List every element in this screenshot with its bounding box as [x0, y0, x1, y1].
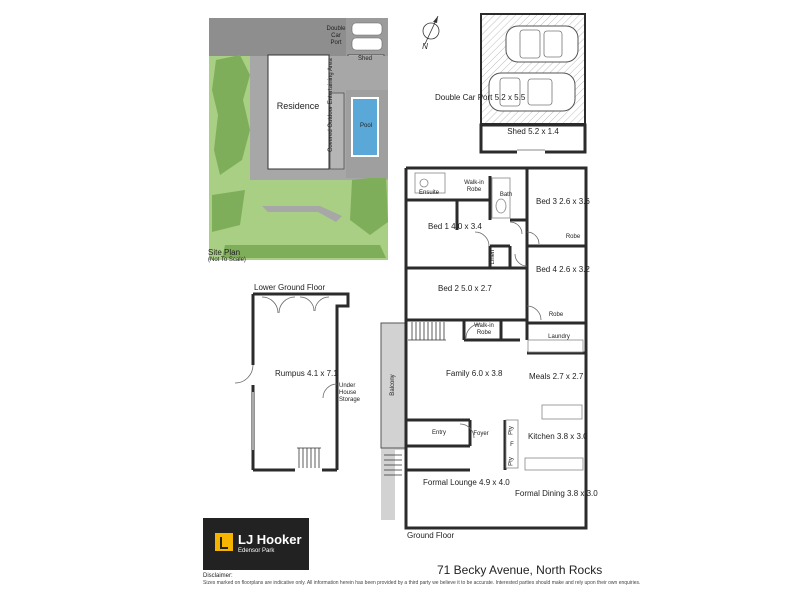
pantry-label: Pty — [508, 457, 515, 466]
fridge-label: F — [510, 442, 514, 448]
formal-dining-label: Formal Dining 3.8 x 3.0 — [515, 489, 598, 499]
car-icon — [505, 25, 579, 63]
stairs — [297, 447, 321, 468]
meals-name: Meals — [529, 372, 551, 381]
kitchen-size: 3.8 x 3.0 — [556, 432, 588, 441]
family-name: Family — [446, 369, 470, 378]
site-garden-bed — [350, 176, 388, 235]
bed1-size: 4.0 x 3.4 — [451, 222, 482, 231]
site-garden-bed — [212, 190, 245, 232]
bed4-name: Bed 4 — [536, 265, 557, 274]
north-label: N — [422, 42, 428, 51]
laundry-label: Laundry — [548, 334, 570, 340]
site-car-icon — [351, 37, 383, 51]
formal-lounge-label: Formal Lounge 4.9 x 4.0 — [423, 478, 510, 488]
bed3-size: 2.6 x 3.6 — [559, 197, 590, 206]
site-pool-label: Pool — [359, 123, 372, 129]
carport-label: Double Car Port 5.2 x 5.5 — [435, 93, 525, 103]
bed1-label: Bed 1 4.0 x 3.4 — [428, 222, 482, 232]
ground-floor-drawing — [380, 166, 588, 530]
site-carport-label: Double Car Port — [326, 26, 346, 46]
site-residence-label: Residence — [276, 101, 320, 111]
linen-label: Linen — [490, 249, 496, 265]
site-garden-bed — [212, 55, 250, 175]
site-plan-title: Site Plan — [208, 248, 241, 257]
north-compass-icon — [422, 15, 440, 45]
balcony-fill — [381, 323, 406, 520]
robe4-label: Robe — [548, 312, 564, 318]
agency-brand: LJ Hooker — [238, 532, 302, 547]
disclaimer-text: Sizes marked on floorplans are indicativ… — [203, 580, 641, 586]
ensuite-label: Ensuite — [418, 190, 439, 196]
property-address: 71 Becky Avenue, North Rocks — [437, 563, 603, 577]
bed4-size: 2.6 x 3.2 — [559, 265, 590, 274]
lower-ground-floor-title: Lower Ground Floor — [254, 283, 326, 292]
site-plan — [209, 18, 388, 260]
entry-label: Entry — [431, 430, 446, 436]
site-pool — [351, 97, 379, 157]
bed3-name: Bed 3 — [536, 197, 557, 206]
site-plan-subtitle: (Not To Scale) — [208, 257, 246, 263]
foyer-label: Foyer — [473, 431, 489, 437]
bed4-label: Bed 4 2.6 x 3.2 — [536, 265, 590, 275]
bed3-label: Bed 3 2.6 x 3.6 — [536, 197, 590, 207]
fixtures — [414, 172, 584, 471]
site-path — [262, 206, 342, 222]
bed2-size: 5.0 x 2.7 — [461, 284, 492, 293]
formal-dining-size: 3.8 x 3.0 — [567, 489, 598, 498]
carport-size: 5.2 x 5.5 — [494, 93, 526, 102]
car-icon — [488, 72, 576, 112]
robe3-label: Robe — [565, 234, 581, 240]
meals-size: 2.7 x 2.7 — [552, 372, 584, 381]
wir1-label: Walk-in Robe — [464, 180, 484, 193]
shed-label: Shed 5.2 x 1.4 — [503, 127, 563, 137]
shed-size: 5.2 x 1.4 — [528, 127, 559, 136]
site-car-icon — [351, 22, 383, 36]
meals-label: Meals 2.7 x 2.7 — [529, 372, 583, 382]
rumpus-name: Rumpus — [275, 369, 305, 378]
site-residence — [267, 54, 330, 170]
bed2-name: Bed 2 — [438, 284, 459, 293]
family-size: 6.0 x 3.8 — [471, 369, 503, 378]
disclaimer-title: Disclaimer: — [203, 573, 233, 579]
carport-name: Double Car Port — [435, 93, 493, 102]
balcony-label: Balcony — [390, 374, 396, 396]
pantry-label: Pty — [508, 426, 515, 435]
family-label: Family 6.0 x 3.8 — [446, 369, 502, 379]
stairs — [384, 454, 402, 476]
agency-office: Edensor Park — [238, 548, 275, 554]
lj-hooker-logo: LJ Hooker Edensor Park — [203, 518, 309, 570]
shed-name: Shed — [507, 127, 526, 136]
bed1-name: Bed 1 — [428, 222, 449, 231]
kitchen-label: Kitchen 3.8 x 3.0 — [528, 432, 588, 442]
formal-lounge-size: 4.9 x 4.0 — [479, 478, 510, 487]
ground-floor-title: Ground Floor — [407, 531, 455, 540]
door-swings — [459, 221, 542, 439]
stairs — [408, 322, 446, 341]
storage-label: Under House Storage — [339, 383, 361, 403]
lower-ground-floor-drawing — [234, 292, 350, 472]
carport-drawing — [479, 13, 587, 154]
lj-hooker-logo-icon — [215, 533, 233, 551]
rumpus-label: Rumpus 4.1 x 7.1 — [275, 369, 338, 379]
bed2-label: Bed 2 5.0 x 2.7 — [438, 284, 492, 294]
kitchen-name: Kitchen — [528, 432, 555, 441]
formal-lounge-name: Formal Lounge — [423, 478, 477, 487]
bath-label: Bath — [499, 192, 513, 198]
wir2-label: Walk-in Robe — [474, 323, 494, 336]
rumpus-size: 4.1 x 7.1 — [307, 369, 338, 378]
formal-dining-name: Formal Dining — [515, 489, 565, 498]
site-entertaining — [329, 92, 345, 170]
site-entertaining-label: Covered Outdoor Entertaining Area — [328, 58, 334, 152]
site-shed-label: Shed — [357, 56, 372, 62]
site-garden-bed — [222, 245, 386, 258]
